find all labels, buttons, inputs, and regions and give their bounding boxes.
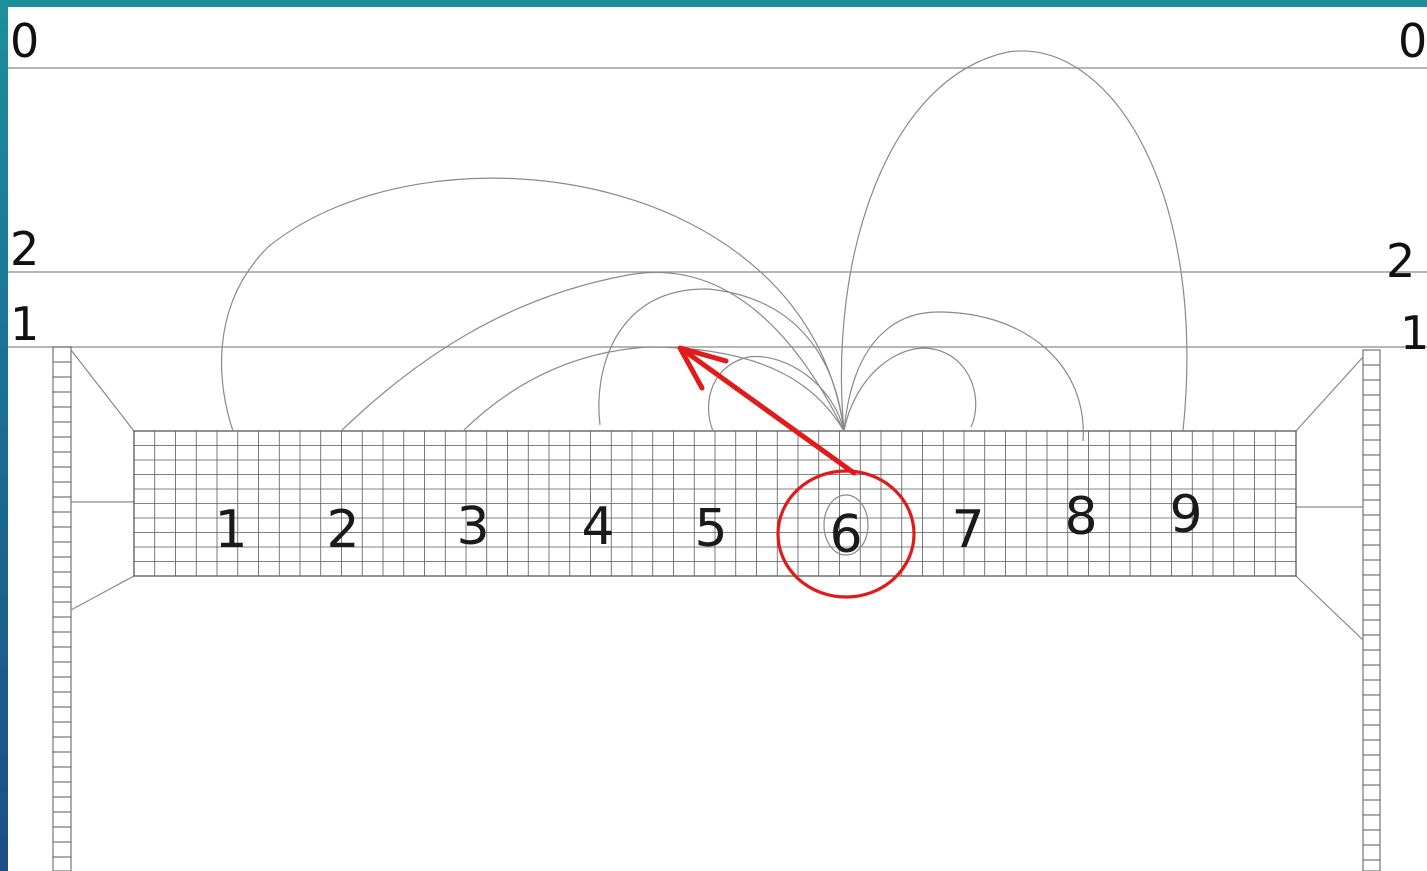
level-label-left-2: 2 bbox=[10, 222, 39, 276]
connector-left-bottom bbox=[70, 575, 135, 611]
arc-6-to-7 bbox=[843, 347, 977, 432]
ladder-connectors bbox=[70, 349, 1364, 641]
level-labels: 0 0 2 2 1 1 bbox=[10, 14, 1427, 360]
right-ladder bbox=[1362, 349, 1381, 871]
level-label-left-1: 1 bbox=[10, 297, 39, 351]
level-lines bbox=[8, 67, 1427, 348]
arc-6-to-9 bbox=[840, 50, 1188, 432]
zone-number-1: 1 bbox=[214, 500, 247, 560]
zone-numbers: 1 2 3 4 5 6 7 8 9 bbox=[214, 485, 1202, 565]
level-label-left-0: 0 bbox=[10, 14, 39, 68]
connector-right-bottom bbox=[1295, 575, 1364, 641]
zone-grid-band bbox=[133, 430, 1297, 577]
arc-6-to-8 bbox=[843, 311, 1084, 442]
arc-6-to-3 bbox=[462, 346, 845, 432]
connector-left-top bbox=[70, 349, 135, 432]
zone-number-4: 4 bbox=[581, 497, 614, 557]
ladder-rail bbox=[52, 346, 72, 871]
ladder-rail bbox=[1362, 349, 1381, 871]
zone-number-2: 2 bbox=[326, 500, 359, 560]
connector-right-top bbox=[1295, 356, 1364, 432]
arrow-up-left-icon bbox=[677, 345, 729, 391]
left-ladder bbox=[52, 346, 72, 871]
level-label-right-1: 1 bbox=[1400, 306, 1427, 360]
zone-number-9: 9 bbox=[1169, 485, 1202, 545]
arc-6-to-5 bbox=[707, 355, 845, 432]
zone-number-6: 6 bbox=[829, 505, 862, 565]
zone-number-7: 7 bbox=[951, 500, 984, 560]
diagram-canvas: 0 0 2 2 1 1 bbox=[8, 7, 1427, 871]
arc-6-to-1 bbox=[220, 177, 845, 432]
level-label-right-0: 0 bbox=[1398, 14, 1427, 68]
arc-curves bbox=[220, 50, 1188, 556]
arc-6-inner-loop bbox=[823, 494, 869, 556]
red-annotation bbox=[677, 345, 916, 599]
level-label-right-2: 2 bbox=[1386, 234, 1415, 288]
zone-number-5: 5 bbox=[694, 499, 727, 559]
arc-6-to-2 bbox=[340, 271, 845, 432]
zone-number-8: 8 bbox=[1064, 487, 1097, 547]
acupuncture-zone-diagram: 0 0 2 2 1 1 bbox=[8, 14, 1427, 871]
zone-number-3: 3 bbox=[456, 497, 489, 557]
arc-6-to-4 bbox=[598, 288, 845, 432]
circle-highlight-icon bbox=[776, 469, 916, 599]
arrow-shaft bbox=[683, 349, 857, 476]
